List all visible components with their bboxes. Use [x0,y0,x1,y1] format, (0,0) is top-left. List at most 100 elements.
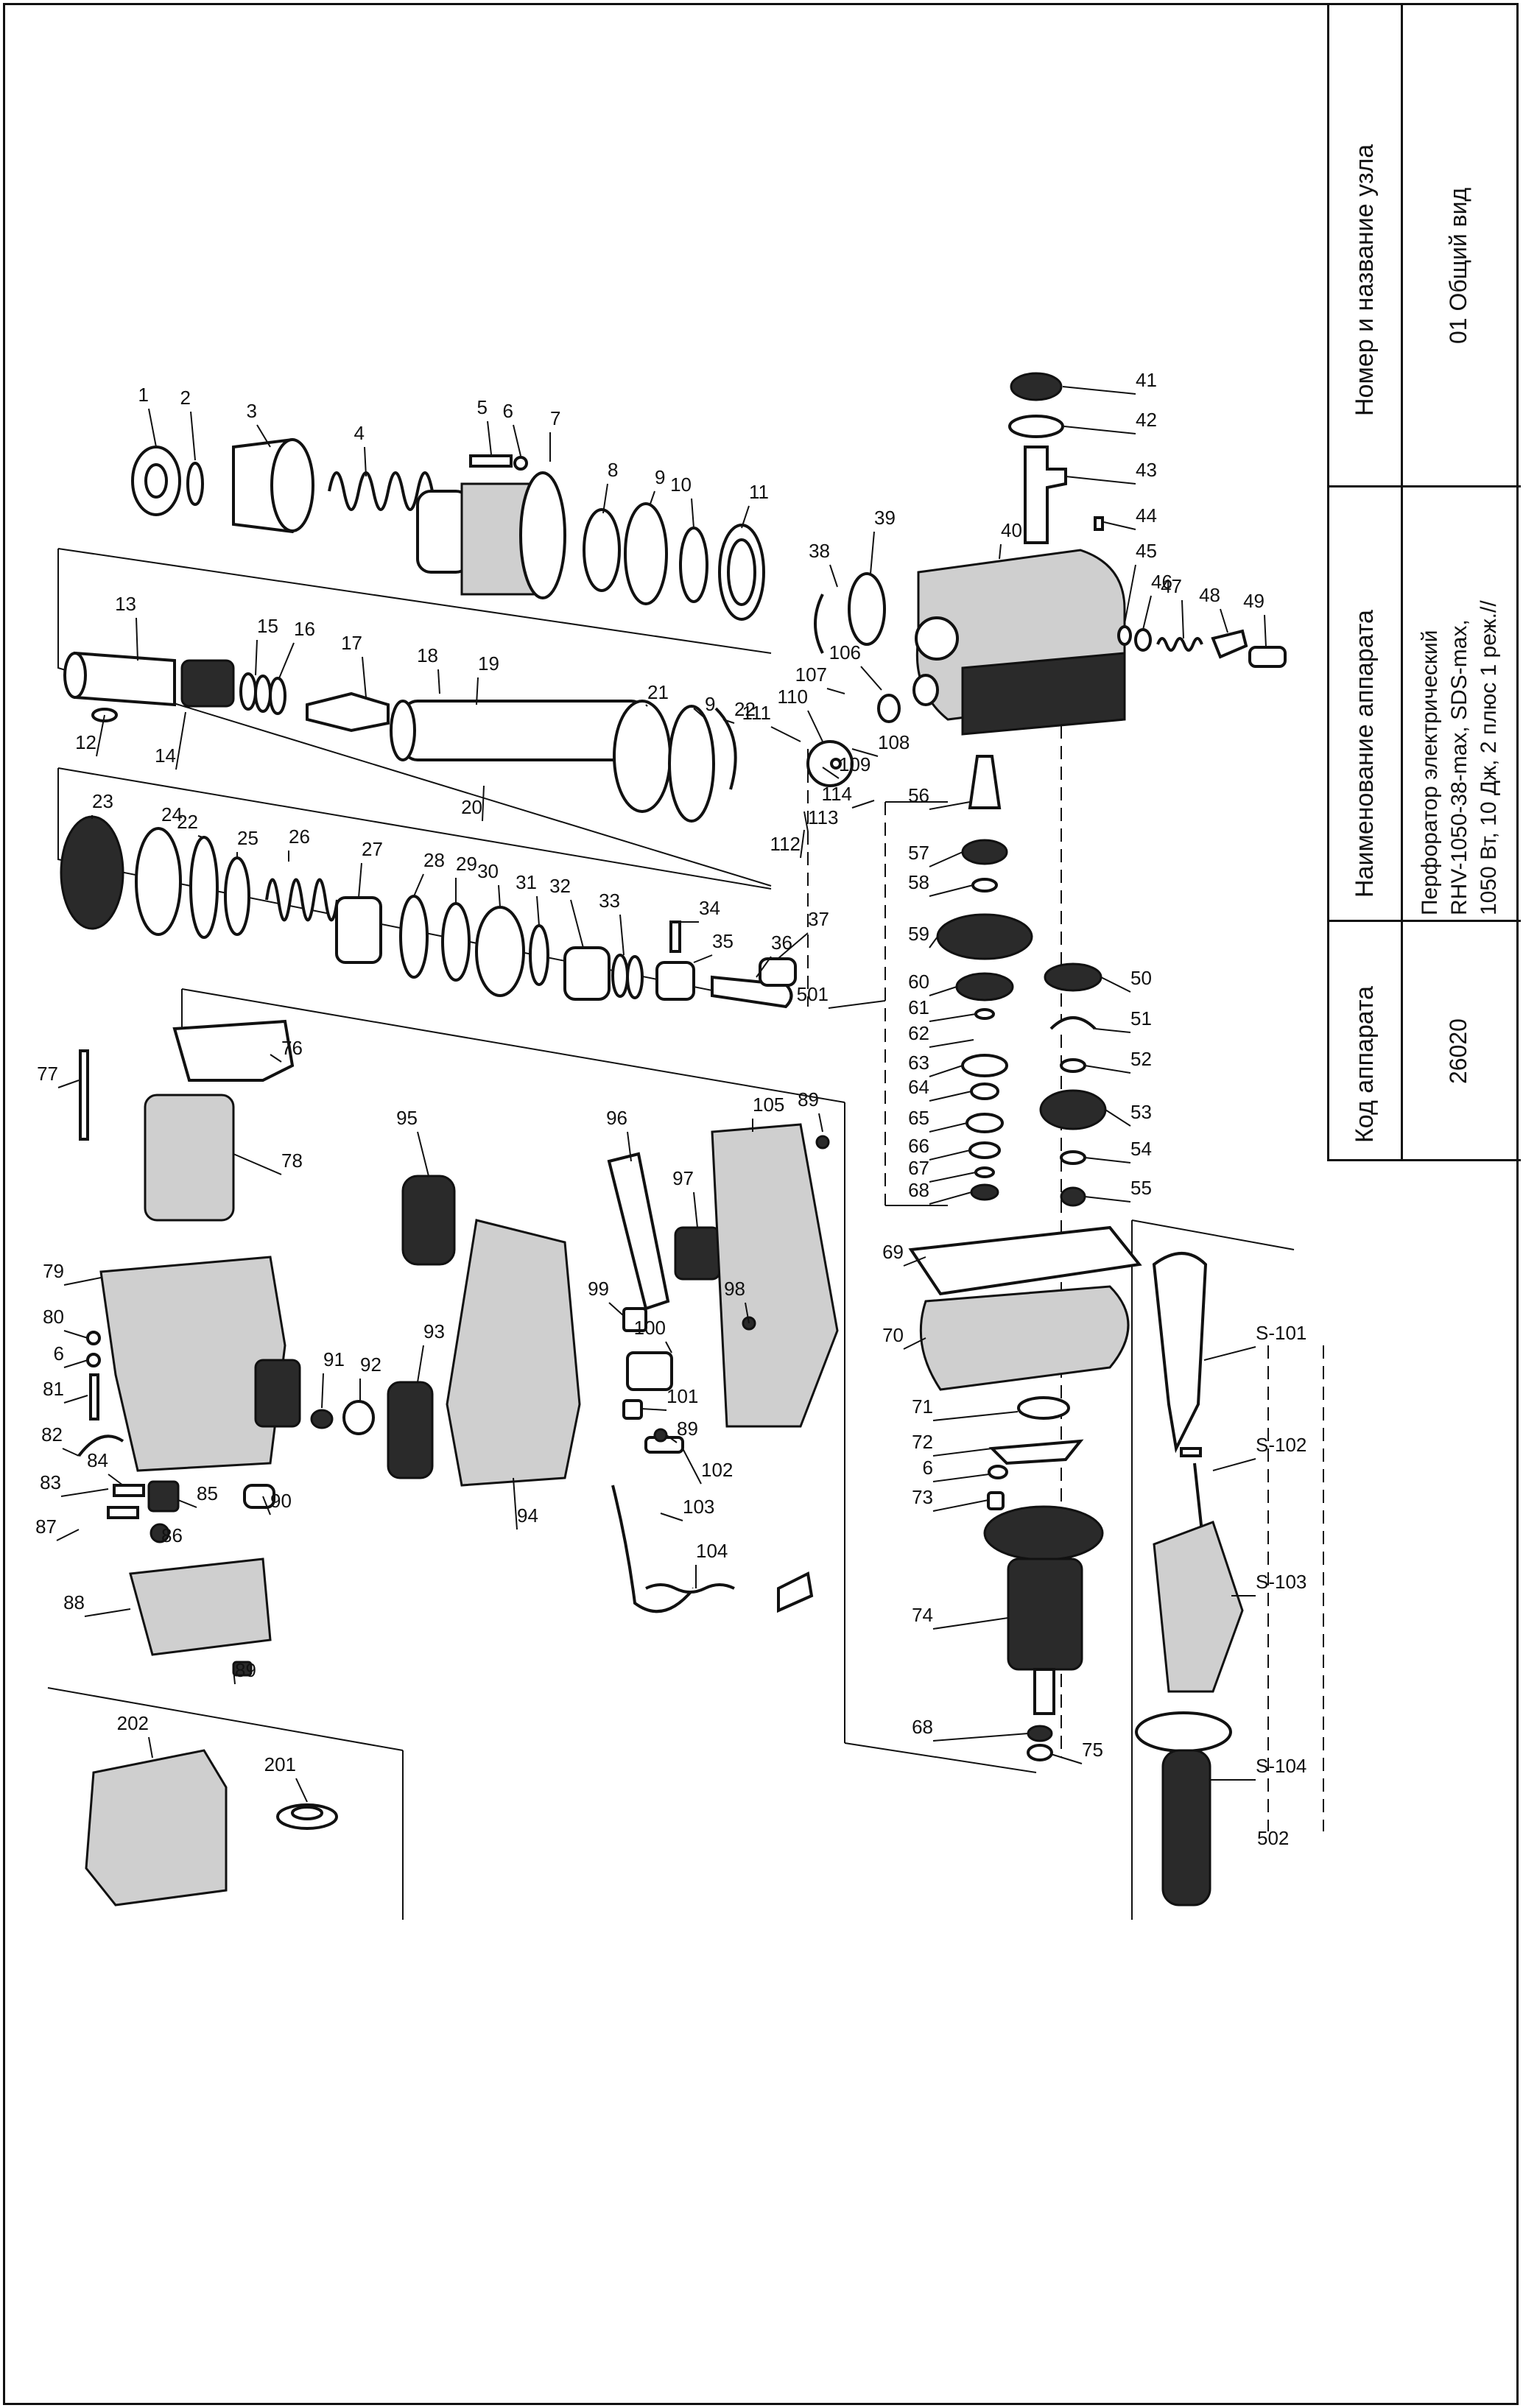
part-number-label: 3 [247,400,257,422]
leader-line [641,1408,667,1411]
part-number-label: 66 [908,1135,929,1157]
leader-line [1203,1346,1256,1361]
part-number-label: 9 [705,693,715,715]
intermediate-shaft [1008,372,1287,668]
code-heading: Код аппарата [1351,985,1379,1143]
part-number-label: 82 [41,1423,63,1446]
part-number-label: 43 [1136,459,1157,481]
leader-line [148,1736,153,1759]
part-number-label: 22 [734,698,756,720]
part-number-label: 29 [456,853,477,875]
part-number-label: 75 [1082,1739,1103,1761]
part-number-label: 87 [35,1515,57,1538]
part-number-label: 71 [912,1395,933,1418]
leader-line [233,1153,282,1175]
leader-line [417,1131,429,1177]
leader-line [487,420,492,455]
leader-line [1084,1157,1131,1163]
part-number-label: 35 [712,930,734,952]
leader-line [627,1131,632,1162]
leader-line [108,1474,124,1486]
leader-line [1084,1196,1131,1203]
part-number-label: 90 [270,1490,292,1512]
part-number-label: 20 [461,796,482,818]
part-number-label: 39 [874,507,896,529]
leader-line [929,986,957,996]
part-number-label: 94 [517,1504,538,1527]
part-number-label: 91 [323,1348,345,1370]
part-number-label: 74 [912,1604,933,1626]
part-number-label: 50 [1130,967,1152,989]
leader-line [498,884,501,908]
leader-line [63,1330,88,1339]
part-number-label: 49 [1243,590,1265,612]
part-number-label: 97 [672,1167,694,1189]
leader-line [666,1434,678,1443]
part-number-label: 27 [362,838,383,860]
leader-line [682,1448,702,1485]
part-number-label: 102 [701,1459,733,1481]
part-number-label: 5 [477,396,488,418]
part-number-label: 52 [1130,1048,1152,1070]
part-number-label: 11 [749,481,769,503]
spindle-assembly [63,651,737,823]
leader-line [256,424,271,448]
leader-line [513,424,521,457]
leader-line [63,1277,102,1286]
leader-line [649,490,655,507]
part-number-label: 8 [608,459,618,481]
part-number-label: 21 [647,681,669,703]
accessories [85,1749,338,1907]
part-number-label: 19 [478,652,499,675]
leader-line [175,711,186,770]
leader-line [413,873,424,897]
part-number-label: 6 [503,400,513,422]
leader-line [929,936,938,948]
part-number-label: 104 [696,1540,728,1562]
leader-line [826,688,845,694]
part-number-label: 72 [912,1431,933,1453]
leader-line [364,446,367,477]
leader-line [57,1080,80,1088]
part-number-label: 73 [912,1486,933,1508]
leader-line [1084,1065,1131,1074]
part-number-label: 70 [882,1324,904,1346]
part-number-label: 7 [550,407,560,429]
part-number-label: S-103 [1256,1571,1306,1593]
part-number-label: 4 [354,422,365,444]
leader-line [358,862,362,898]
part-number-label: 56 [908,784,929,806]
part-number-label: 89 [235,1659,256,1681]
leader-line [1062,386,1136,395]
part-number-label: 6 [54,1342,64,1365]
part-number-label: 92 [360,1353,381,1376]
part-number-label: 95 [396,1107,418,1129]
part-number-label: 25 [237,827,258,849]
leader-line [1063,426,1136,434]
name-line-2: RHV-1050-38-max, SDS-max, [1447,619,1471,915]
part-number-label: 79 [43,1260,64,1282]
part-number-label: 48 [1199,584,1220,606]
leader-line [476,677,479,705]
leader-line [1105,1109,1131,1127]
part-number-label: 84 [87,1449,108,1471]
leader-line [860,666,882,691]
leader-line [829,564,838,588]
leader-line [800,829,805,859]
leader-line [513,1477,518,1530]
leader-line [929,1039,974,1048]
leader-line [63,1359,88,1368]
part-number-label: 99 [588,1278,609,1300]
name-heading: Наименование аппарата [1351,610,1379,898]
part-number-label: 100 [634,1317,666,1339]
leader-line [1050,1753,1083,1764]
leader-line [932,1499,989,1512]
part-number-label: 45 [1136,540,1157,562]
leader-line [233,1669,236,1685]
leader-line [1264,614,1267,648]
leader-line [929,801,971,810]
part-number-label: 13 [115,593,136,615]
leader-line [691,498,694,529]
